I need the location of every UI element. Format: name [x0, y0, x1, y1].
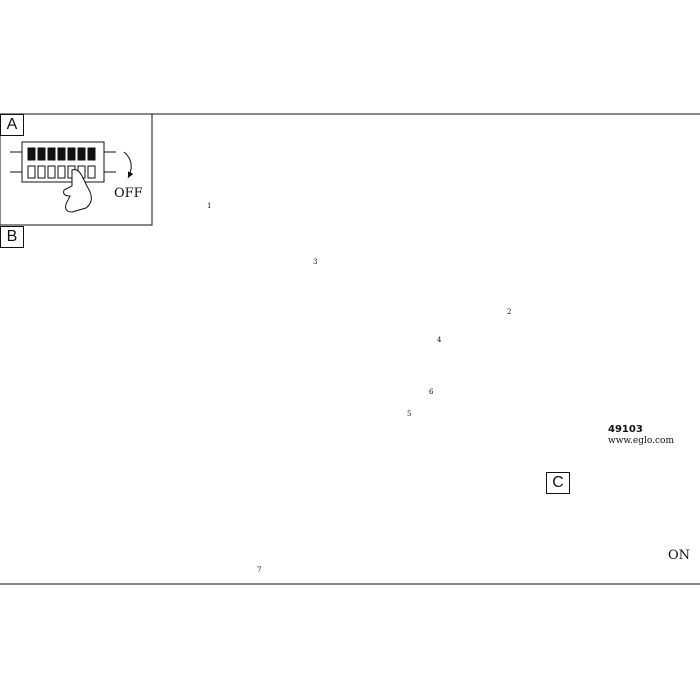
panel-label-b: B [0, 226, 24, 248]
off-label: OFF [114, 186, 143, 201]
panel-label-a: A [0, 114, 24, 136]
step-number-5: 5 [407, 410, 412, 418]
step-number-4: 4 [437, 336, 442, 344]
step-number-3: 3 [313, 258, 318, 266]
on-label: ON [668, 548, 691, 563]
hand-icon [63, 169, 92, 213]
step-number-7: 7 [257, 566, 262, 574]
panel-a [0, 113, 153, 226]
step-number-6: 6 [429, 388, 434, 396]
circuit-breaker-panel-a [10, 141, 116, 183]
product-code: 49103 [608, 424, 643, 435]
panel-label-c: C [546, 472, 570, 494]
step-number-1: 1 [207, 202, 212, 210]
rotate-arrow-icon [123, 151, 134, 179]
step-number-2: 2 [507, 308, 512, 316]
website: www.eglo.com [608, 436, 674, 446]
